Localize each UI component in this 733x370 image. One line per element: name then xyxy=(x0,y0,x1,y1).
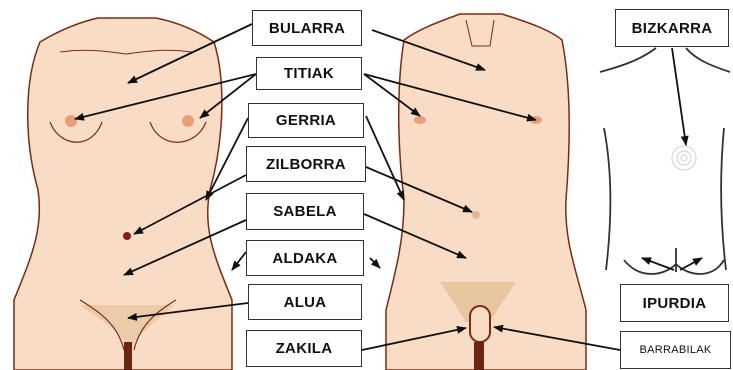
label-zakila: ZAKILA xyxy=(246,330,362,367)
label-titiak: TITIAK xyxy=(256,57,362,90)
female-navel xyxy=(123,232,131,240)
male-torso xyxy=(386,14,586,370)
male-left-nipple xyxy=(414,116,426,124)
arrow-ipurdia-left xyxy=(642,258,674,270)
label-zilborra: ZILBORRA xyxy=(246,146,366,182)
label-aldaka: ALDAKA xyxy=(246,240,364,276)
back-spiral-mark xyxy=(672,146,696,170)
back-outline xyxy=(600,48,730,274)
label-alua: ALUA xyxy=(248,284,362,320)
arrow-ipurdia-right xyxy=(680,258,702,270)
label-sabela: SABELA xyxy=(246,193,364,230)
label-barrabilak: BARRABILAK xyxy=(620,331,731,369)
arrow-bizkarra xyxy=(672,48,686,145)
label-ipurdia: IPURDIA xyxy=(620,284,729,322)
arrow-aldaka-male xyxy=(370,258,380,268)
female-torso xyxy=(14,18,232,370)
label-gerria: GERRIA xyxy=(248,103,364,138)
label-bularra: BULARRA xyxy=(252,10,362,46)
arrow-aldaka-female xyxy=(232,252,246,270)
female-right-nipple xyxy=(182,115,194,127)
male-genitals xyxy=(470,306,490,342)
male-navel xyxy=(472,211,480,219)
female-left-nipple xyxy=(65,115,77,127)
label-bizkarra: BIZKARRA xyxy=(615,9,729,47)
